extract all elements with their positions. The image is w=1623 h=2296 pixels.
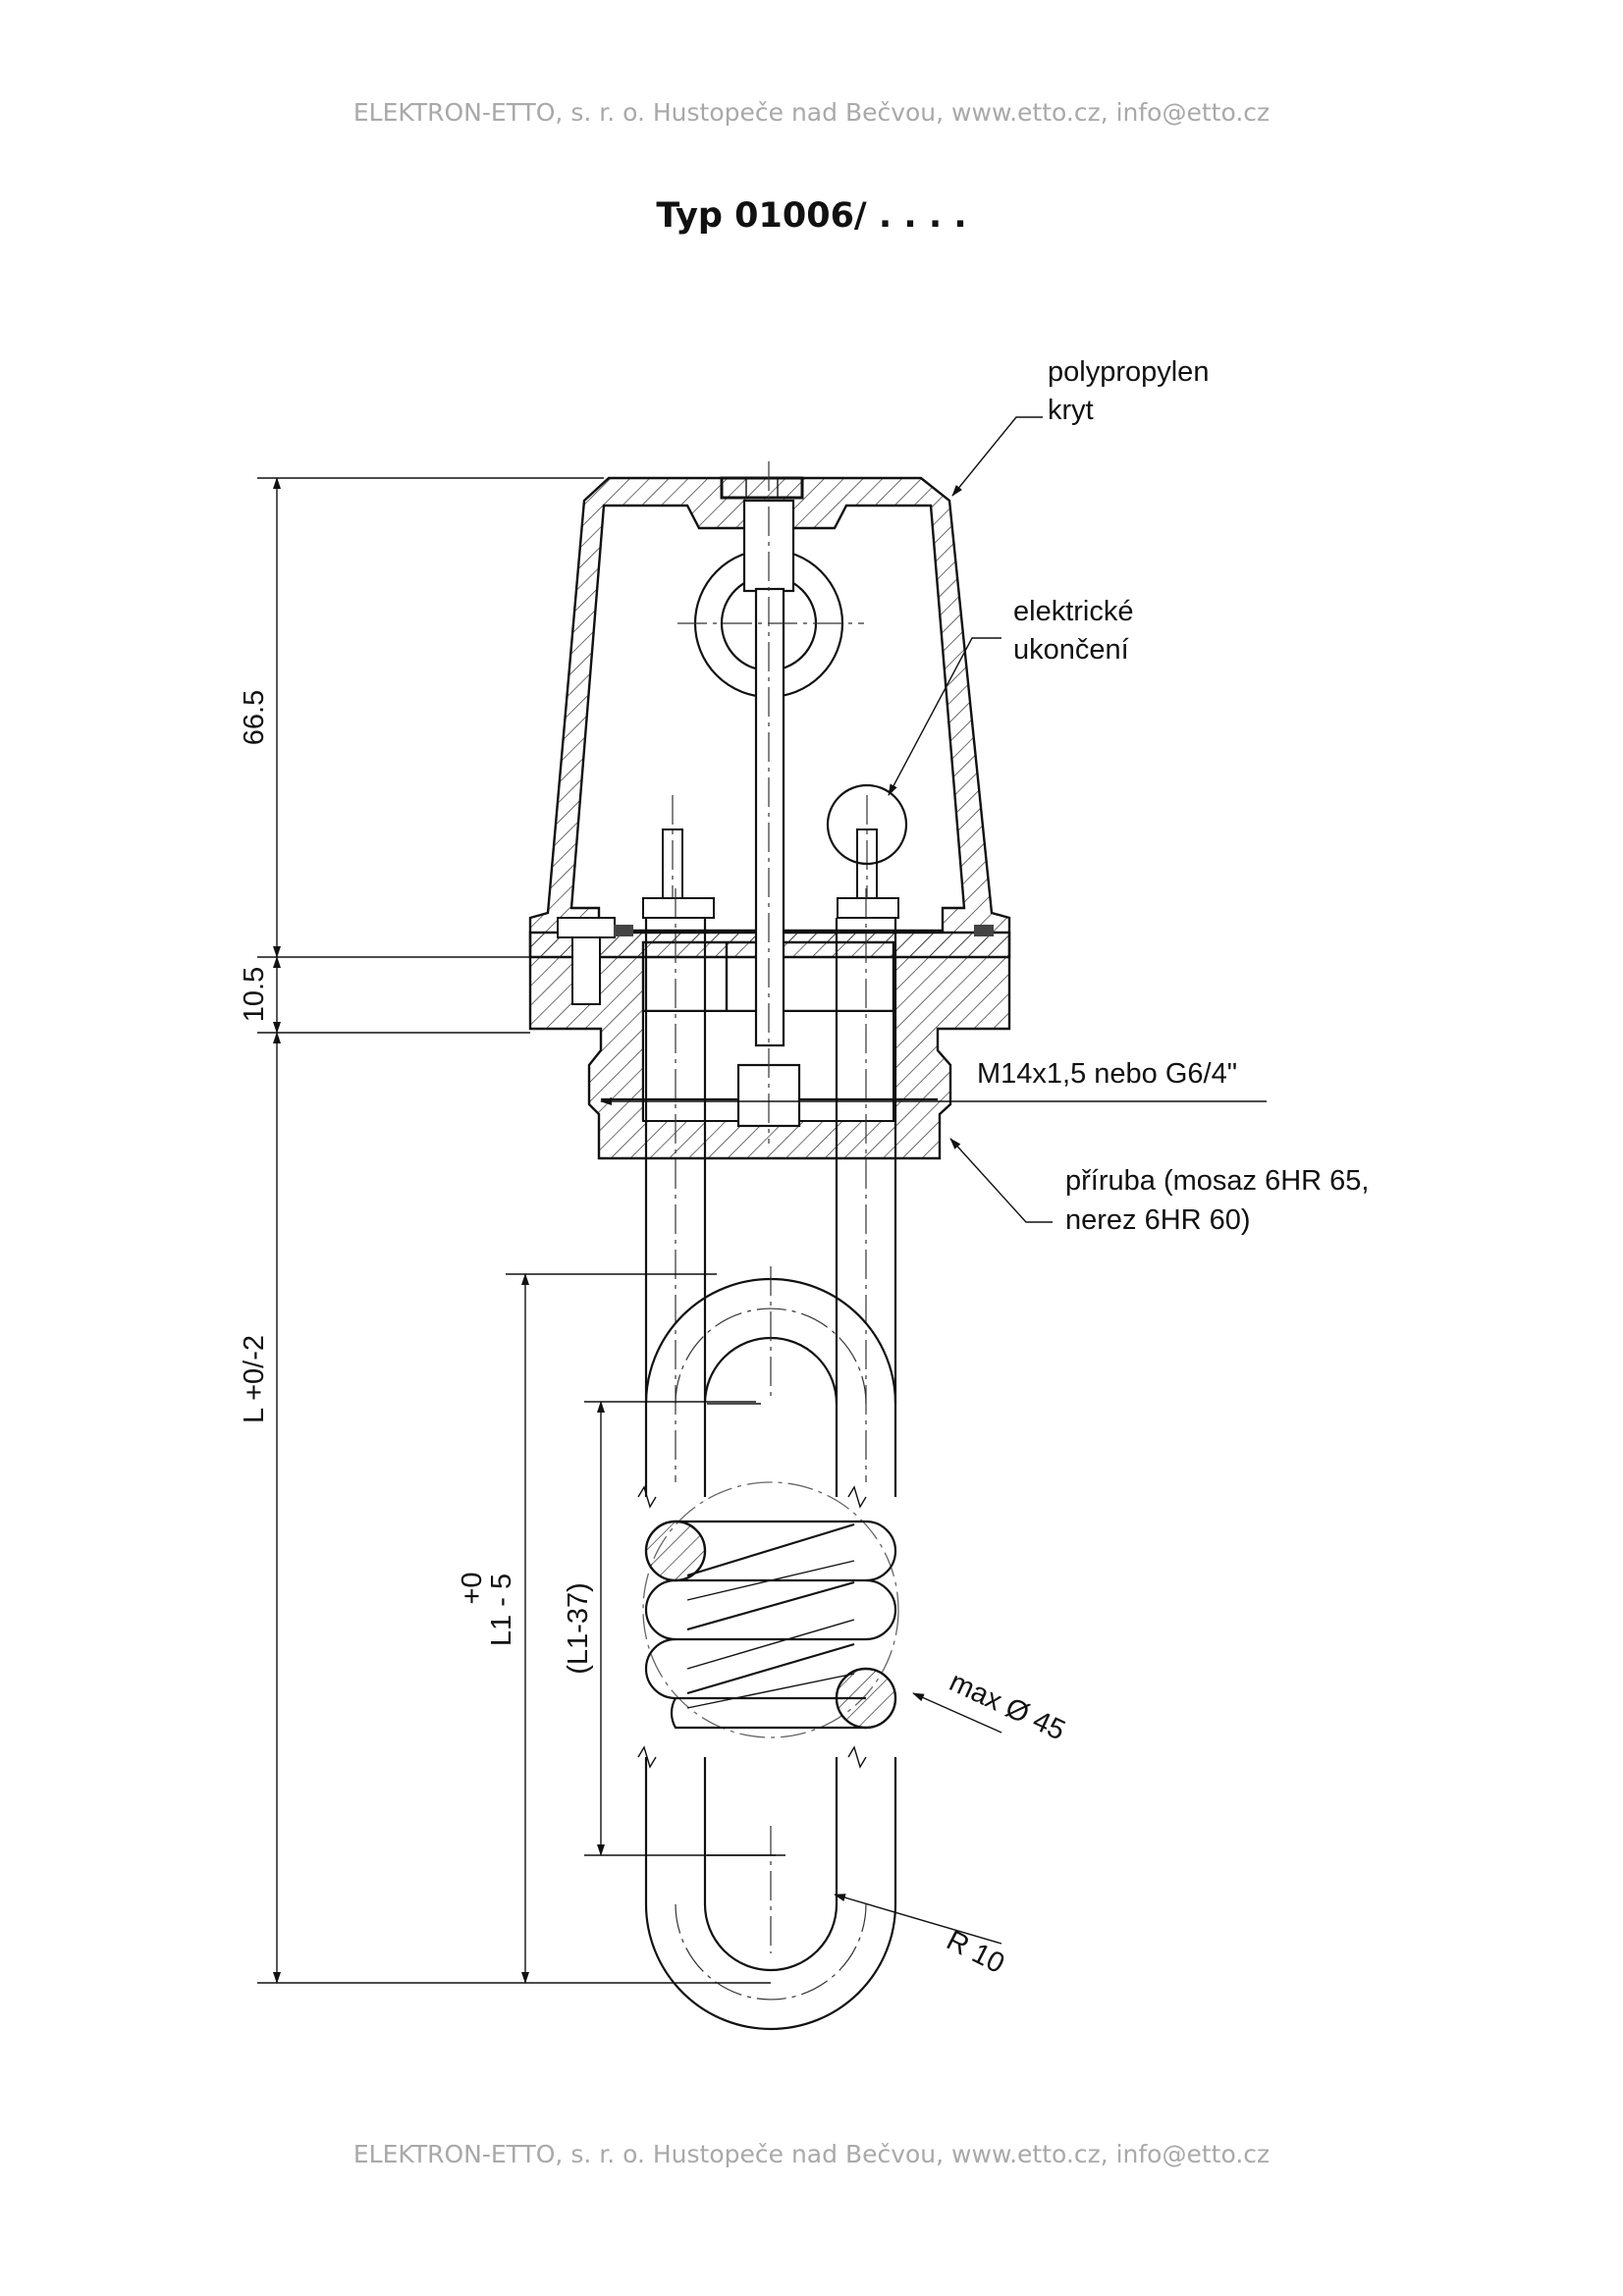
drawing-title: Typ 01006/ . . . . xyxy=(656,196,967,236)
label-thread: M14x1,5 nebo G6/4" xyxy=(977,1058,1237,1090)
label-cover-1: polypropylen xyxy=(1048,356,1209,388)
label-cover-2: kryt xyxy=(1048,395,1094,426)
dim-cover-height: 66.5 xyxy=(239,690,270,745)
company-footer: ELEKTRON-ETTO, s. r. o. Hustopeče nad Be… xyxy=(352,2140,1271,2168)
dim-flange-height: 10.5 xyxy=(239,967,270,1022)
label-terminal-1: elektrické xyxy=(1013,596,1134,627)
dim-total-length: L +0/-2 xyxy=(239,1335,270,1423)
terminal-assembly xyxy=(662,461,908,1144)
heating-element xyxy=(637,888,899,2031)
label-flange-1: příruba (mosaz 6HR 65, xyxy=(1065,1165,1369,1197)
label-radius: R 10 xyxy=(942,1925,1009,1980)
dim-l1-37: (L1-37) xyxy=(563,1582,594,1675)
dim-l1-tolerance: +0 xyxy=(457,1572,488,1604)
label-terminal-2: ukončení xyxy=(1013,634,1129,666)
dimension-lines xyxy=(257,477,1267,1984)
leader-lines xyxy=(834,416,1053,1945)
label-max-diameter: max Ø 45 xyxy=(945,1666,1069,1746)
company-header: ELEKTRON-ETTO, s. r. o. Hustopeče nad Be… xyxy=(352,98,1271,127)
dim-l1: L1 - 5 xyxy=(486,1574,517,1646)
label-flange-2: nerez 6HR 60) xyxy=(1065,1204,1251,1236)
